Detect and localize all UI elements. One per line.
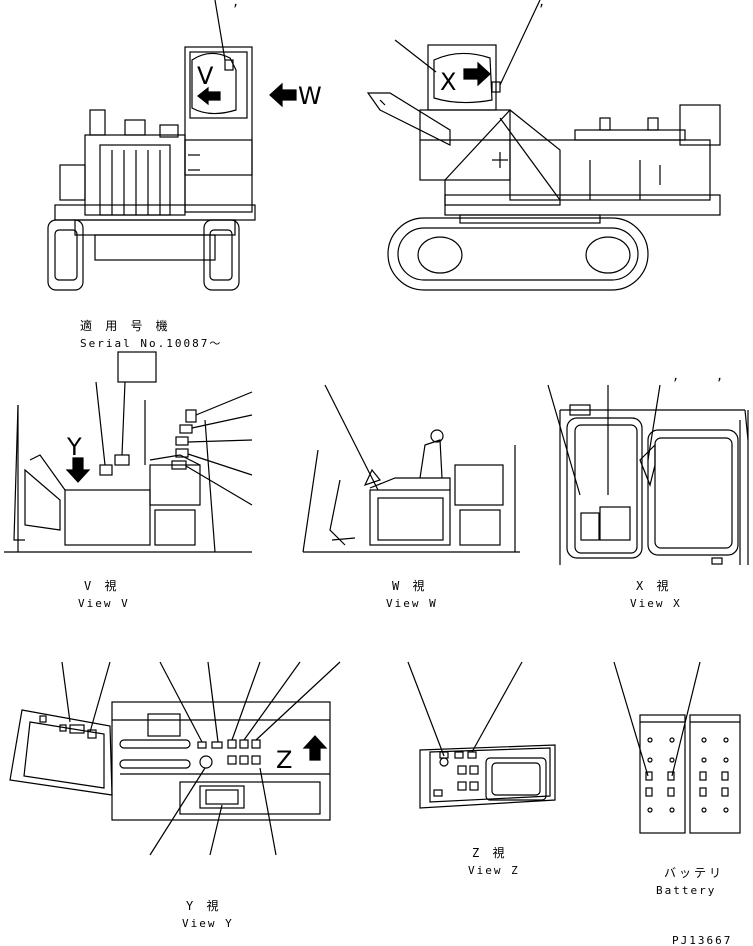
view-w-label-en: View W: [386, 597, 438, 610]
battery-label-jp: バッテリ: [664, 866, 724, 880]
view-y-drawing: [9, 661, 341, 856]
marker-z: Z: [276, 746, 292, 774]
marker-w: W: [298, 82, 322, 110]
machine-front-view: [47, 0, 256, 291]
view-v-label-en: View V: [78, 597, 130, 610]
battery-label-en: Battery: [656, 884, 716, 897]
machine-side-view: [366, 0, 721, 291]
marker-v: V: [197, 62, 214, 90]
view-z-label-jp: Z 視: [472, 845, 507, 860]
view-y-label-jp: Y 視: [186, 898, 221, 913]
arrow-z-icon: [302, 735, 328, 761]
view-w-drawing: [302, 384, 520, 553]
battery-drawing: [613, 661, 741, 834]
tick-mark: ,: [232, 0, 242, 9]
view-v-label-jp: V 視: [84, 578, 119, 593]
view-v-drawing: [4, 351, 253, 553]
arrow-v-icon: [197, 86, 221, 106]
drawing-number: PJ13667: [672, 934, 732, 946]
view-y-label-en: View Y: [182, 917, 234, 930]
view-x-label-en: View X: [630, 597, 682, 610]
marker-y: Y: [66, 433, 82, 461]
tick-mark: ,: [716, 369, 726, 383]
view-w-label-jp: W 視: [392, 578, 427, 593]
arrow-y-icon: [65, 457, 91, 483]
serial-note-en: Serial No.10087～: [80, 337, 222, 350]
view-z-drawing: [407, 661, 556, 809]
tick-mark: ,: [672, 369, 682, 383]
arrow-x-icon: [463, 61, 491, 87]
view-x-drawing: [547, 384, 749, 565]
tick-mark: ,: [538, 0, 548, 9]
view-x-label-jp: X 視: [636, 578, 671, 593]
view-z-label-en: View Z: [468, 864, 520, 877]
marker-x: X: [440, 68, 456, 96]
serial-note-jp: 適 用 号 機: [80, 318, 171, 333]
arrow-w-icon: [269, 82, 297, 108]
